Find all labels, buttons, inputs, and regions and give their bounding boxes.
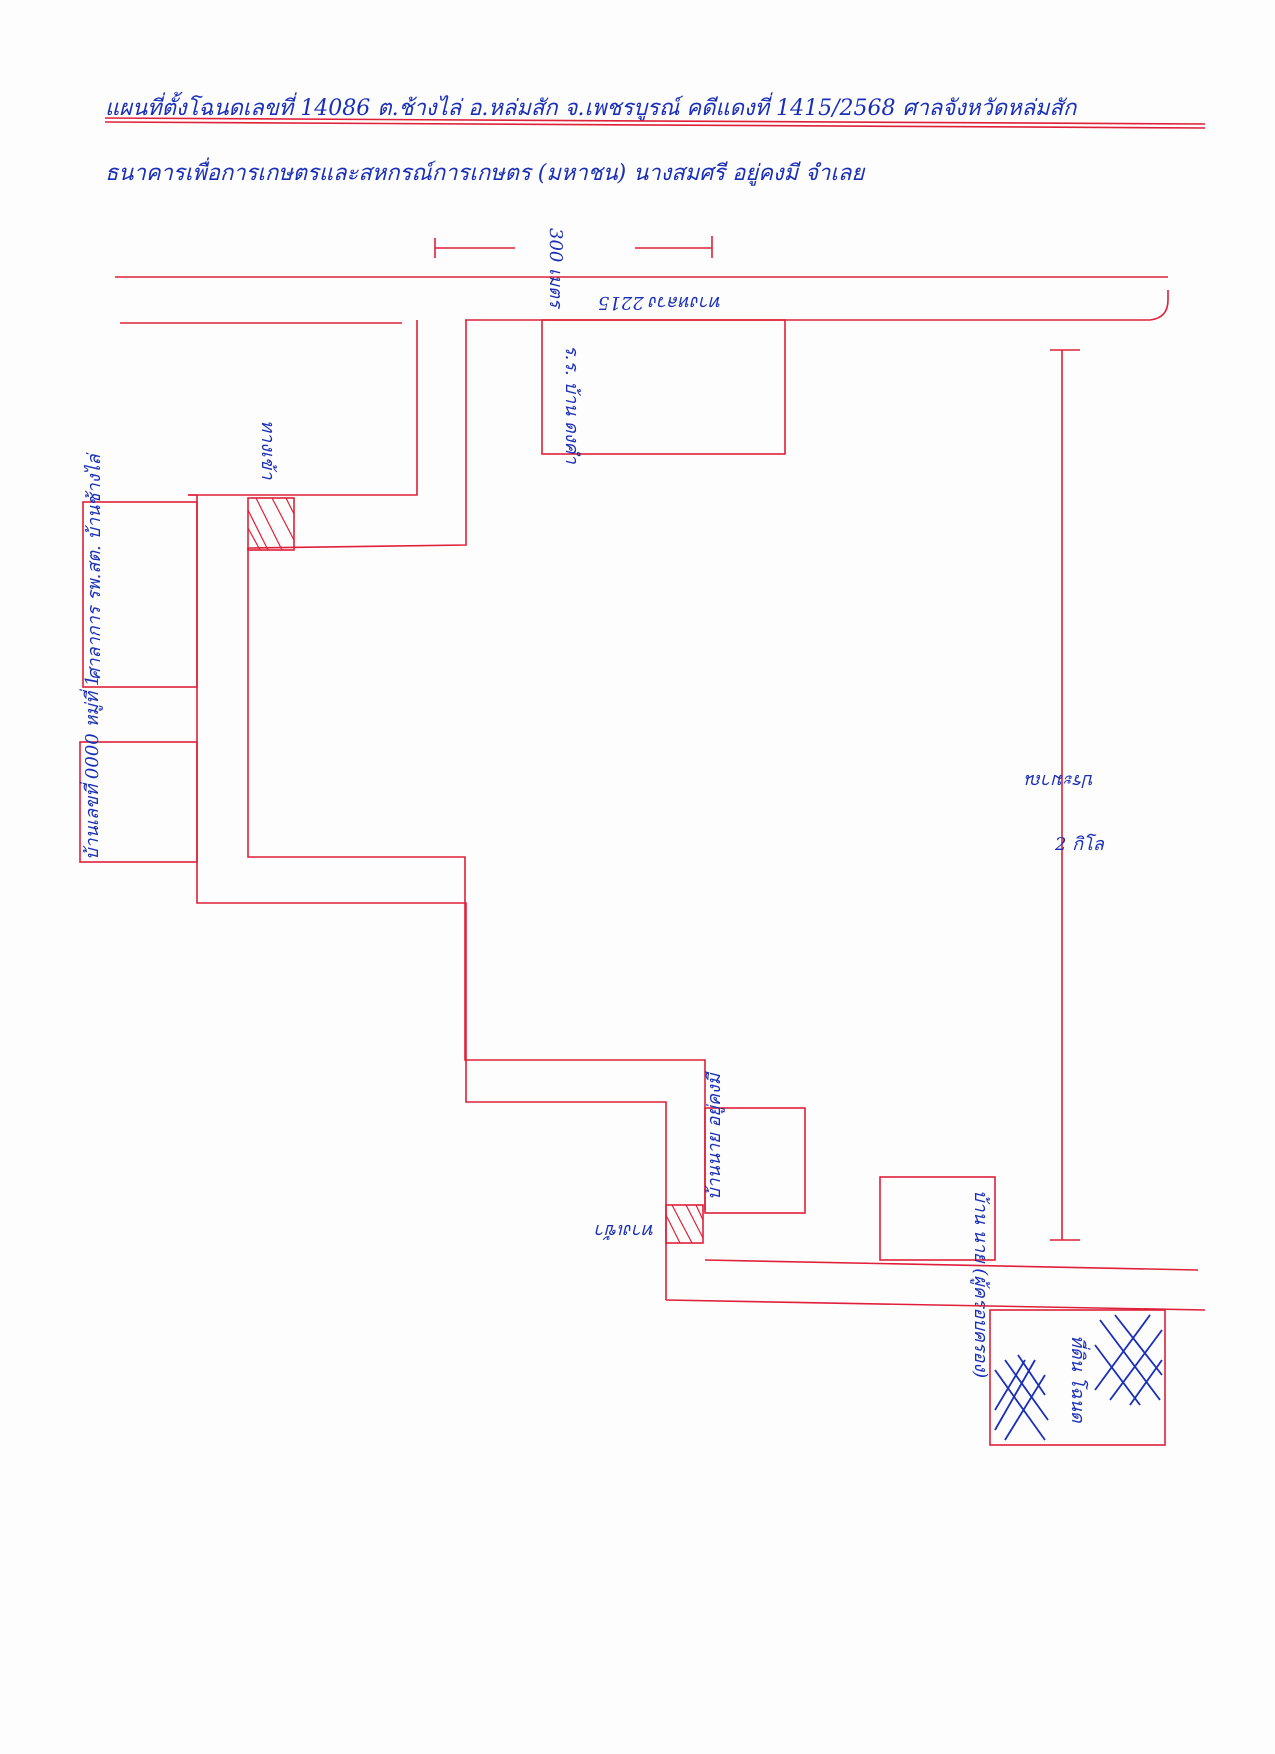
distance-right-value: 2 กิโล xyxy=(1054,833,1105,855)
house-bottom-building xyxy=(704,1107,806,1214)
distance-top-label: 300 เมตร xyxy=(545,228,566,310)
house-left-building xyxy=(79,741,198,863)
health-station-label: ศาลาการ รพ.สต. บ้านช้างไล่ xyxy=(83,453,105,680)
lane-upper-left-edge xyxy=(188,320,418,496)
house-bottom-right-label: บ้าน นาย (ผู้ครอบครอง) xyxy=(970,1190,991,1378)
lane-main-right-edge xyxy=(247,320,706,1210)
house-bottom-right-building xyxy=(879,1176,996,1261)
entrance-box-top xyxy=(247,497,295,551)
school-label: ร.ร. บ้าน ดงคำ xyxy=(561,345,582,465)
health-station-building xyxy=(82,501,198,688)
highway-bottom-edge xyxy=(465,290,1169,321)
bottom-road-lower-edge xyxy=(665,1299,1206,1311)
entrance-hatch-bottom xyxy=(665,1204,704,1244)
lane-main-left-edge xyxy=(188,494,667,1300)
header-subtitle-line: ธนาคารเพื่อการเกษตรและสหกรณ์การเกษตร (มห… xyxy=(105,157,866,186)
entrance-box-bottom xyxy=(665,1204,704,1244)
entrance-top-label: ทางเข้า xyxy=(257,420,278,480)
header-underline-2 xyxy=(104,121,1206,129)
road-name-label: ทางหลวง 2215 xyxy=(598,292,722,313)
house-left-label: บ้านเลขที่ 0000 หมู่ที่ 1 xyxy=(79,675,103,860)
land-plot xyxy=(989,1309,1166,1446)
land-plot-hatch-right xyxy=(1094,1314,1163,1406)
land-plot-hatch-left xyxy=(994,1354,1049,1441)
bottom-road-upper-edge xyxy=(704,1259,1199,1271)
school-building xyxy=(541,319,786,455)
entrance-bottom-label: ทางเข้า xyxy=(595,1220,655,1241)
header-title-line: แผนที่ตั้งโฉนดเลขที่ 14086 ต.ช้างไล่ อ.ห… xyxy=(105,91,1078,121)
entrance-hatch-top xyxy=(247,497,295,551)
land-plot-label: ที่ดิน โฉนด xyxy=(1067,1335,1091,1424)
distance-right-label: ประมาณ xyxy=(1025,770,1095,791)
house-bottom-label: บ้านนาย อยู่คงมี xyxy=(704,1070,725,1200)
header-underline-1 xyxy=(104,117,1206,125)
